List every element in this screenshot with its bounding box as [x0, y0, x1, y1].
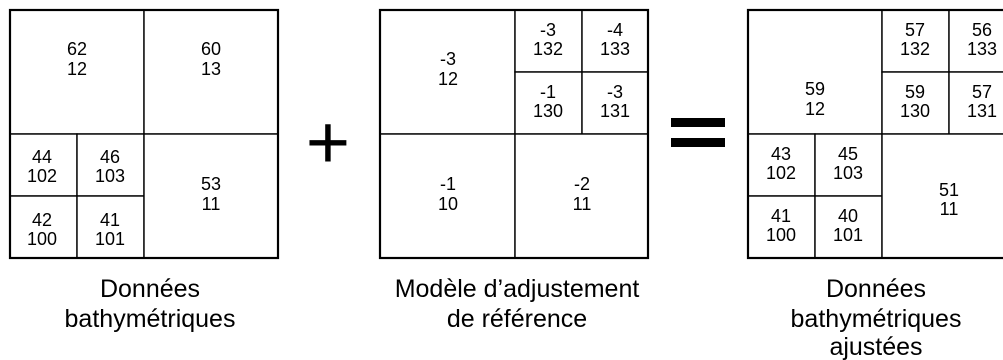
caption-line: Données	[826, 275, 926, 303]
cell-code: 133	[967, 39, 997, 59]
grid-bathymetric-data: 62 12 60 13 44 102 46 103 42 100 41 101 …	[8, 8, 280, 260]
cell-code: 13	[201, 59, 221, 79]
caption-line: Données	[100, 275, 200, 303]
cell-value: -1	[440, 174, 456, 194]
cell-value: 57	[905, 20, 925, 40]
cell-code: 130	[533, 101, 563, 121]
cell	[881, 71, 950, 135]
cell	[948, 9, 1003, 73]
cell	[581, 71, 649, 135]
cell-value: -1	[540, 82, 556, 102]
cell-value: 41	[100, 210, 120, 230]
cell	[747, 195, 816, 259]
cell-value: 62	[67, 39, 87, 59]
cell-value: -2	[574, 174, 590, 194]
cell-code: 11	[940, 199, 959, 219]
caption-reference-model: Modèle d’adjustement de référence	[395, 275, 640, 333]
cell	[814, 195, 883, 259]
cell-value: 41	[771, 206, 791, 226]
cell-code: 131	[967, 101, 997, 121]
cell-code: 100	[766, 225, 796, 245]
cell	[514, 71, 583, 135]
cell-code: 103	[95, 166, 125, 186]
cell	[76, 195, 145, 259]
cell-value: -3	[440, 49, 456, 69]
cell-code: 10	[438, 194, 458, 214]
cell	[747, 9, 883, 135]
cell	[379, 9, 516, 135]
cell-code: 103	[833, 163, 863, 183]
caption-line: de référence	[447, 305, 587, 333]
cell-code: 12	[805, 99, 825, 119]
caption-line: bathymétriques	[65, 305, 236, 333]
cell-value: 44	[32, 147, 52, 167]
cell-value: 42	[32, 210, 52, 230]
caption-bathymetric-data: Données bathymétriques	[65, 275, 236, 333]
cell	[514, 9, 583, 73]
cell-value: 59	[805, 79, 825, 99]
grid-border	[746, 8, 1003, 260]
cell	[814, 133, 883, 197]
caption-line: Modèle d’adjustement	[395, 275, 640, 303]
cell-code: 132	[900, 39, 930, 59]
equals-bar-top	[671, 118, 725, 127]
cell-code: 102	[766, 163, 796, 183]
cell-value: 56	[972, 20, 992, 40]
caption-line: ajustées	[829, 333, 922, 360]
cell-value: 43	[771, 144, 791, 164]
caption-adjusted-data: Données bathymétriques ajustées	[791, 275, 962, 360]
plus-operator: +	[306, 100, 350, 185]
cell-value: 57	[972, 82, 992, 102]
cell-code: 133	[600, 39, 630, 59]
cell-code: 11	[573, 194, 592, 214]
cell-code: 102	[27, 166, 57, 186]
cell-code: 100	[27, 229, 57, 249]
cell-value: -3	[607, 82, 623, 102]
cell-code: 11	[202, 194, 221, 214]
cell-value: 40	[838, 206, 858, 226]
grid-border	[378, 8, 650, 260]
cell-code: 131	[600, 101, 630, 121]
grid-reference-model: -3 12 -3 132 -4 133 -1 130 -3 131 -1 10 …	[378, 8, 650, 260]
cell-code: 132	[533, 39, 563, 59]
cell	[881, 133, 1003, 259]
cell-value: -3	[540, 20, 556, 40]
cell-code: 101	[95, 229, 125, 249]
cell-value: -4	[607, 20, 623, 40]
equals-bar-bottom	[671, 138, 725, 147]
cell-value: 51	[939, 180, 959, 200]
cell-value: 46	[100, 147, 120, 167]
cell	[9, 9, 145, 135]
equals-operator: =	[671, 118, 725, 147]
cell	[379, 133, 516, 259]
cell-value: 59	[905, 82, 925, 102]
cell-value: 60	[201, 39, 221, 59]
cell-code: 130	[900, 101, 930, 121]
cell	[143, 9, 279, 135]
cell-code: 12	[438, 69, 458, 89]
cell-value: 53	[201, 174, 221, 194]
cell-code: 12	[67, 59, 87, 79]
cell-value: 45	[838, 144, 858, 164]
grid-border	[8, 8, 280, 260]
caption-line: bathymétriques	[791, 305, 962, 333]
cell	[514, 133, 649, 259]
grid-adjusted-data: 59 12 57 132 56 133 59 130 57 131 43 102…	[746, 8, 1003, 260]
cell-code: 101	[833, 225, 863, 245]
